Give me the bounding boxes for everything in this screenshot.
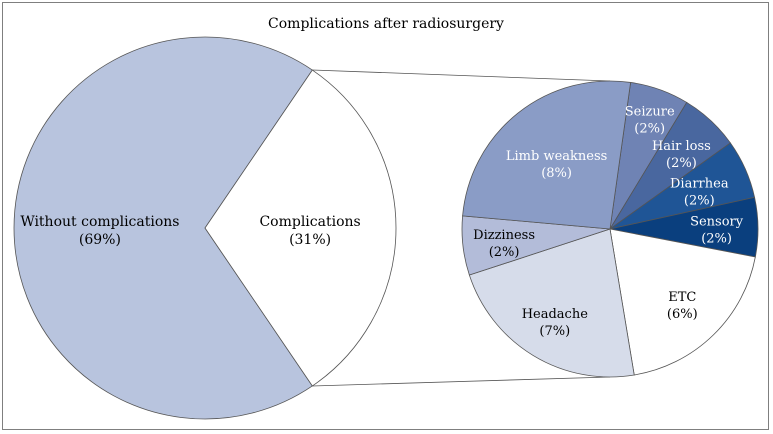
slice-value-without-complications: (69%) — [79, 232, 121, 248]
slice-value-sensory: (2%) — [701, 232, 732, 247]
slice-value-limb-weakness: (8%) — [541, 166, 572, 181]
slice-label-diarrhea: Diarrhea — [670, 176, 729, 191]
pie-slice-limb-weakness — [462, 80, 632, 230]
slice-label-hair-loss: Hair loss — [652, 139, 711, 154]
pie-slice-etc — [609, 228, 756, 376]
main-pie: Without complications (69%) Complications (… — [13, 36, 397, 420]
slice-value-headache: (7%) — [539, 324, 570, 339]
slice-label-limb-weakness: Limb weakness — [506, 149, 607, 164]
slice-label-headache: Headache — [522, 307, 589, 322]
pie-slice-without-complications — [13, 36, 313, 420]
chart-title: Complications after radiosurgery — [268, 16, 504, 32]
slice-label-sensory: Sensory — [690, 215, 744, 230]
connector-lines — [312, 69, 611, 387]
breakdown-pie: Seizure (2%) Hair loss (2%) Diarrhea (2%) Sens… — [461, 80, 759, 378]
slice-label-seizure: Seizure — [625, 105, 675, 120]
slice-label-etc: ETC — [668, 290, 696, 305]
slice-value-diarrhea: (2%) — [684, 193, 715, 208]
slice-label-complications: Complications — [259, 214, 360, 230]
connector-line-top — [312, 69, 611, 82]
slice-label-without-complications: Without complications — [20, 214, 179, 230]
slice-value-hair-loss: (2%) — [666, 156, 697, 171]
slice-value-dizziness: (2%) — [489, 245, 520, 260]
slice-value-seizure: (2%) — [634, 122, 665, 137]
slice-label-dizziness: Dizziness — [473, 228, 535, 243]
pie-slice-complications — [204, 69, 397, 387]
pie-slice-headache — [468, 228, 635, 378]
slice-value-complications: (31%) — [289, 232, 331, 248]
slice-value-etc: (6%) — [667, 307, 698, 322]
connector-line-bottom — [312, 376, 611, 387]
